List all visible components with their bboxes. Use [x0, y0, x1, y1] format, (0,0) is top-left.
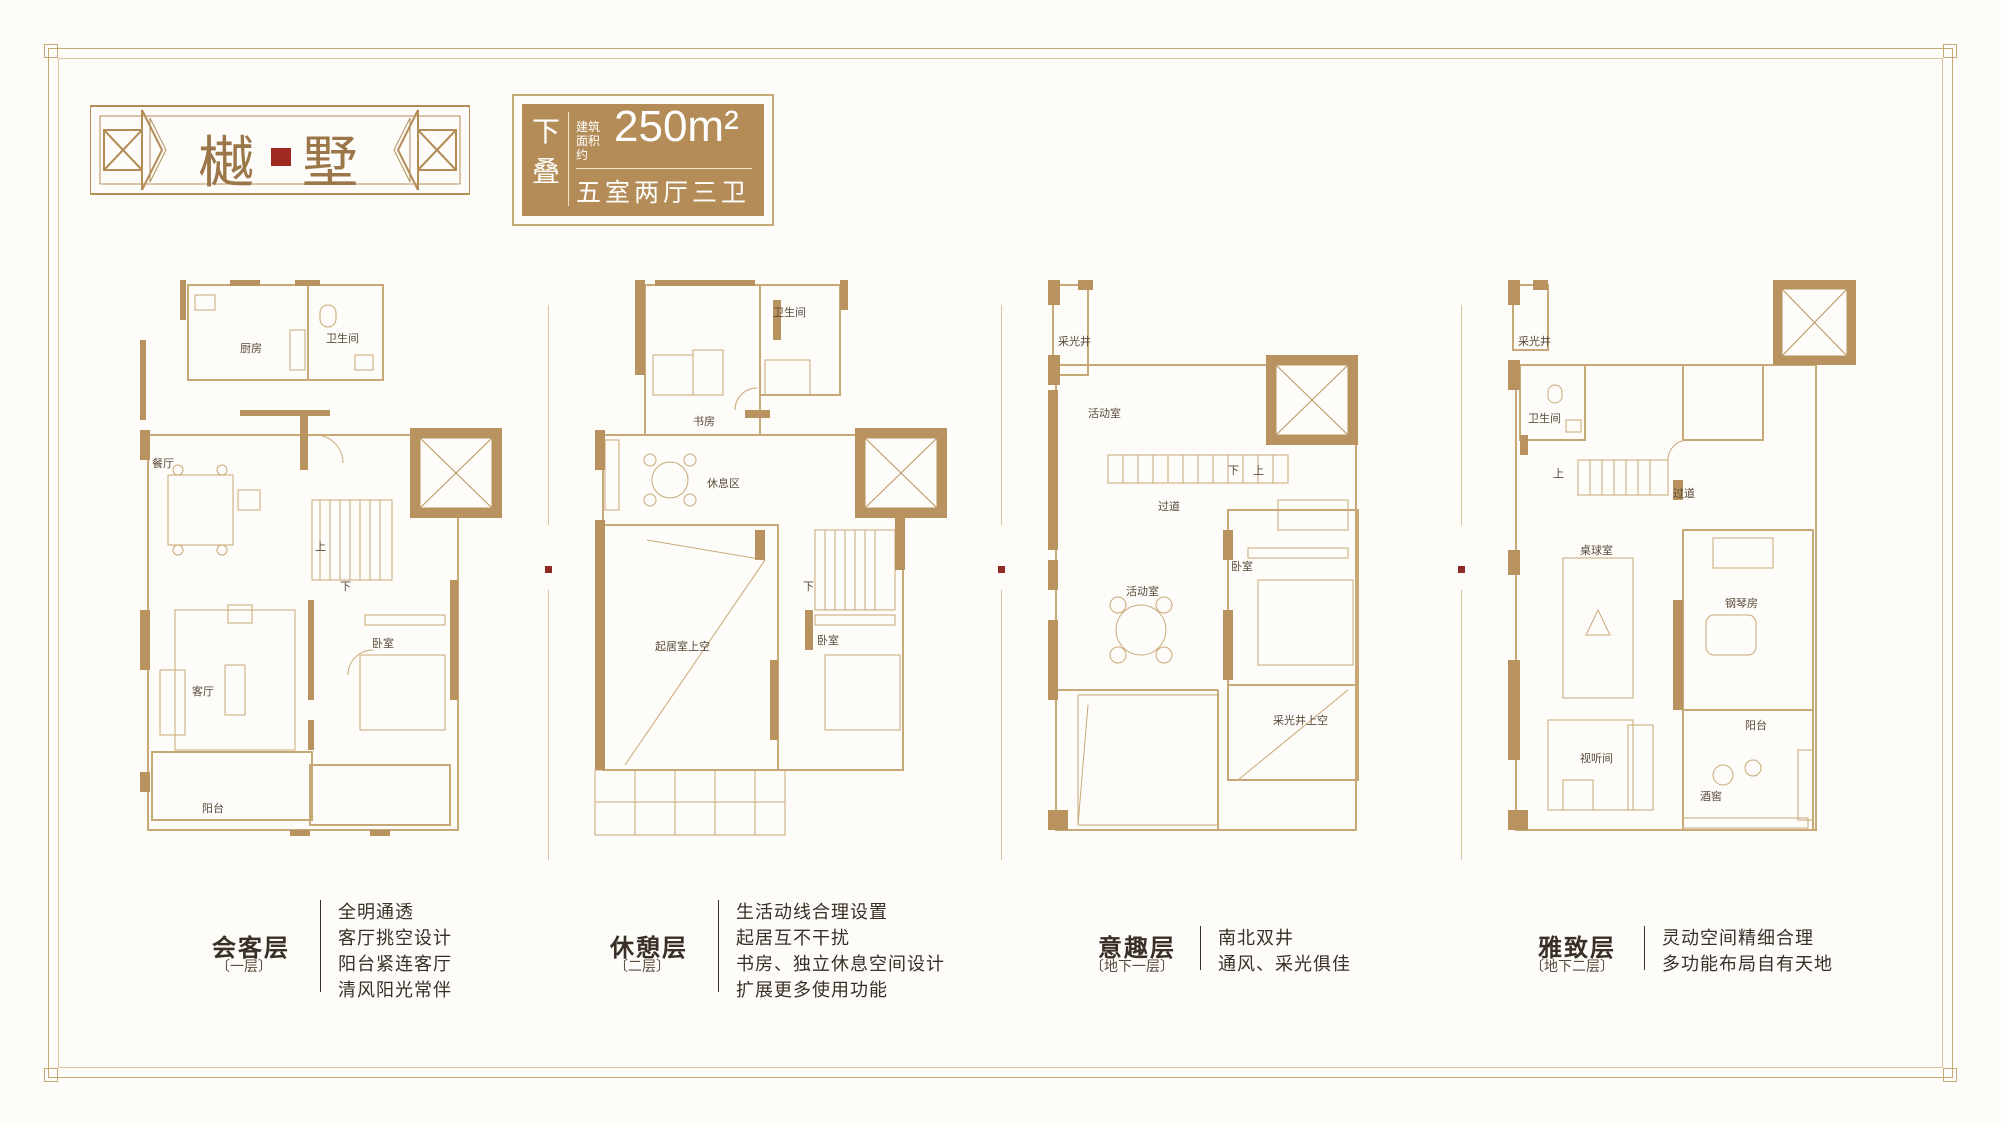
brand-ornament — [90, 105, 470, 195]
brand-badge: 樾 墅 — [90, 100, 470, 200]
caption-2-line: 书房、独立休息空间设计 — [736, 954, 945, 975]
room-label: 卧室 — [1231, 560, 1253, 573]
caption-1-sub: 〔一层〕 — [216, 959, 272, 975]
stair-down-label: 下 — [803, 580, 814, 593]
room-label: 桌球室 — [1580, 544, 1613, 557]
floor-plan-2-drawing — [594, 280, 947, 836]
caption-1-line: 全明通透 — [338, 902, 414, 923]
room-label: 书房 — [693, 415, 715, 428]
caption-2-line: 生活动线合理设置 — [736, 902, 888, 923]
room-label: 活动室 — [1088, 407, 1121, 420]
divider-line-3b — [1461, 590, 1462, 860]
floor-plan-3-drawing — [1048, 280, 1359, 831]
divider-line-2b — [1001, 590, 1002, 860]
outer-frame — [48, 48, 1953, 1078]
caption-1-line: 阳台紧连客厅 — [338, 954, 452, 975]
room-label: 酒窖 — [1700, 790, 1722, 803]
floor-plan-3: 采光井 活动室 下 上 过道 活动室 卧室 采光井上空 — [1048, 280, 1418, 840]
caption-4-line: 多功能布局自有天地 — [1662, 954, 1833, 975]
room-label: 阳台 — [202, 802, 224, 815]
room-label: 过道 — [1158, 500, 1180, 513]
caption-4-line: 灵动空间精细合理 — [1662, 928, 1814, 949]
spec-type: 下 叠 — [530, 112, 562, 192]
room-label: 起居室上空 — [655, 640, 710, 653]
room-label: 厨房 — [240, 342, 262, 355]
caption-3-title: 意趣层 — [1098, 934, 1176, 962]
divider-line-1b — [548, 590, 549, 860]
spec-type-line1: 下 — [531, 115, 560, 148]
room-label: 餐厅 — [152, 457, 174, 470]
corner-ornament-br — [1943, 1068, 1957, 1082]
floor-plan-1: 厨房 卫生间 餐厅 上 下 卧室 客厅 阳台 — [140, 280, 510, 840]
stair-up-label: 上 — [1253, 464, 1264, 477]
spec-type-line2: 叠 — [531, 155, 560, 188]
room-label: 客厅 — [192, 685, 214, 698]
room-label: 阳台 — [1745, 719, 1767, 732]
room-label: 休息区 — [707, 477, 740, 490]
caption-2-line: 扩展更多使用功能 — [736, 980, 888, 1001]
caption-1-line: 客厅挑空设计 — [338, 928, 452, 949]
stair-down-label: 下 — [340, 580, 351, 593]
caption-2-sub: 〔二层〕 — [614, 959, 670, 975]
corner-ornament-tr — [1943, 44, 1957, 58]
floor-plan-1-drawing — [140, 280, 502, 836]
caption-3-bar — [1200, 926, 1201, 970]
room-label: 卧室 — [817, 634, 839, 647]
divider-dot-1 — [545, 566, 552, 573]
spec-badge: 下 叠 建筑 面积约 250m² 五室两厅三卫 — [512, 94, 774, 226]
spec-border — [512, 94, 774, 226]
caption-3-line: 南北双井 — [1218, 928, 1294, 949]
brand-char-2: 墅 — [302, 131, 360, 196]
caption-1-title: 会客层 — [212, 934, 290, 962]
red-seal — [271, 148, 291, 166]
caption-1-bar — [320, 900, 321, 992]
caption-4-bar — [1644, 926, 1645, 970]
room-label: 卫生间 — [1528, 412, 1561, 425]
divider-line-2a — [1001, 305, 1002, 525]
room-label: 采光井 — [1518, 335, 1551, 348]
divider-line-1a — [548, 305, 549, 525]
stair-up-label: 上 — [1553, 467, 1564, 480]
caption-1-line: 清风阳光常伴 — [338, 980, 452, 1001]
caption-4-title: 雅致层 — [1538, 934, 1616, 962]
room-label: 卫生间 — [326, 332, 359, 345]
corner-ornament-tl — [44, 44, 58, 58]
room-label: 采光井 — [1058, 335, 1091, 348]
corner-ornament-bl — [44, 1068, 58, 1082]
floor-plan-2: 卫生间 书房 休息区 起居室上空 下 卧室 — [594, 280, 965, 840]
area-value: 250m² — [614, 102, 739, 151]
caption-2-title: 休憩层 — [610, 934, 688, 962]
caption-3-line: 通风、采光俱佳 — [1218, 954, 1351, 975]
spec-divider — [568, 112, 569, 206]
room-label: 卧室 — [372, 637, 394, 650]
room-label: 钢琴房 — [1725, 597, 1758, 610]
room-label: 卫生间 — [773, 306, 806, 319]
layout-text: 五室两厅三卫 — [576, 168, 752, 209]
area-label-line2: 面积约 — [576, 134, 601, 162]
area-label-line1: 建筑 — [576, 120, 601, 134]
x — [1048, 280, 1060, 305]
floor-plan-4: 采光井 卫生间 上 过道 桌球室 钢琴房 阳台 视听间 酒窖 — [1508, 280, 1878, 840]
room-label: 视听间 — [1580, 752, 1613, 765]
stair-down-label: 下 — [1228, 464, 1239, 477]
room-label: 活动室 — [1126, 585, 1159, 598]
caption-2-bar — [718, 900, 719, 992]
spec-fill — [522, 104, 764, 216]
divider-dot-2 — [998, 566, 1005, 573]
inner-frame — [58, 58, 1943, 1068]
caption-4-sub: 〔地下二层〕 — [1530, 959, 1614, 975]
area-label: 建筑 面积约 — [576, 120, 610, 162]
brand-char-1: 樾 — [198, 131, 256, 196]
divider-line-3a — [1461, 305, 1462, 525]
divider-dot-3 — [1458, 566, 1465, 573]
stair-up-label: 上 — [315, 540, 326, 553]
caption-3-sub: 〔地下一层〕 — [1090, 959, 1174, 975]
room-label: 采光井上空 — [1273, 714, 1328, 727]
caption-2-line: 起居互不干扰 — [736, 928, 850, 949]
room-label: 过道 — [1673, 487, 1695, 500]
floor-plan-4-drawing — [1508, 280, 1856, 831]
